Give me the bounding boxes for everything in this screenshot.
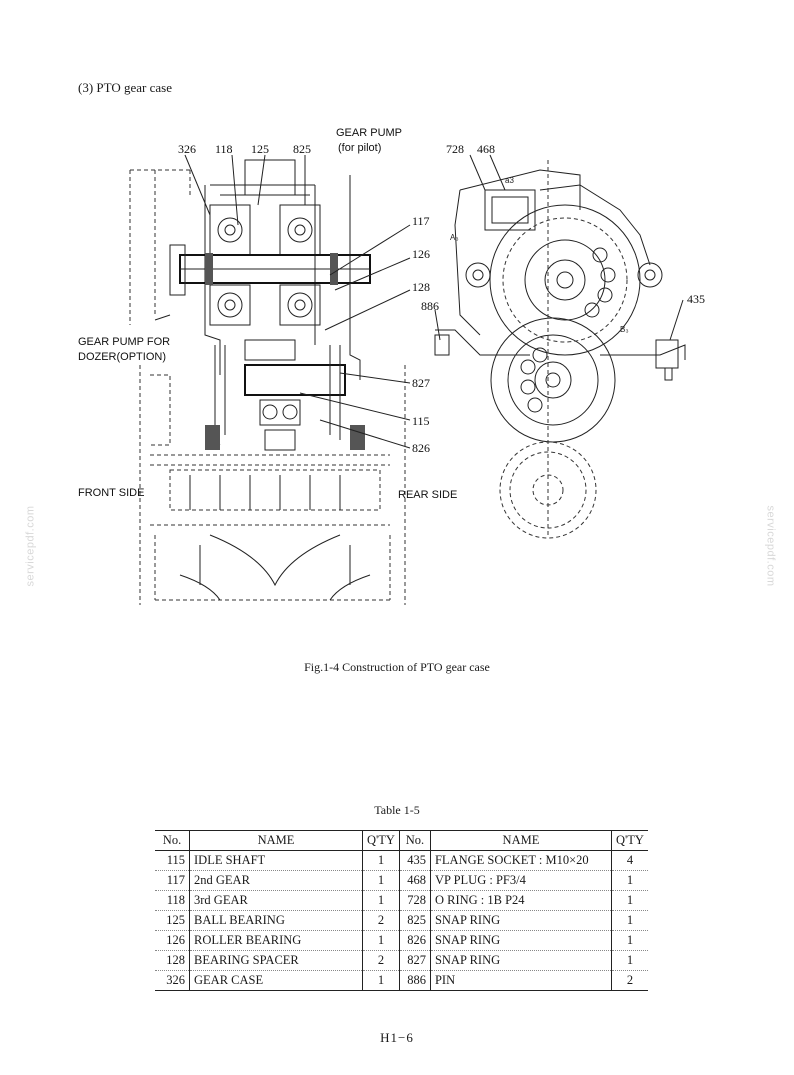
callout-126: 126 (412, 247, 430, 261)
part-name: ROLLER BEARING (189, 930, 363, 951)
watermark-right: servicepdf.com (764, 505, 777, 587)
table-caption: Table 1-5 (374, 803, 420, 817)
header-qty-2: Q'TY (611, 830, 648, 851)
part-qty: 2 (626, 973, 634, 987)
label-a3-small: a3 (505, 176, 514, 185)
callout-468: 468 (477, 142, 495, 156)
callout-728: 728 (446, 142, 464, 156)
part-qty: 1 (362, 890, 400, 911)
drawing-svg: GEAR PUMP (for pilot) 326 118 125 825 72… (78, 127, 705, 605)
label-gear-pump-pilot-2: (for pilot) (338, 142, 381, 154)
callout-326: 326 (178, 142, 196, 156)
part-no: 827 (398, 950, 431, 971)
part-no: 128 (155, 950, 190, 971)
part-name: GEAR CASE (189, 970, 363, 991)
table-row: 117 2nd GEAR 1 468 VP PLUG : PF3/4 1 (155, 870, 648, 891)
part-name: IDLE SHAFT (189, 850, 363, 871)
part-no: 326 (155, 970, 190, 991)
callout-825: 825 (293, 142, 311, 156)
left-section-view (129, 159, 406, 605)
callout-118: 118 (215, 142, 233, 156)
part-qty: 1 (362, 970, 400, 991)
part-name: 3rd GEAR (189, 890, 363, 911)
header-no-2: No. (398, 830, 431, 851)
label-gear-pump-dozer-1: GEAR PUMP FOR (78, 336, 170, 348)
callout-125: 125 (251, 142, 269, 156)
part-no: 126 (155, 930, 190, 951)
table-row: 126 ROLLER BEARING 1 826 SNAP RING 1 (155, 930, 648, 951)
part-qty: 1 (611, 930, 648, 951)
callout-826: 826 (412, 441, 430, 455)
callout-128: 128 (412, 280, 430, 294)
part-name: VP PLUG : PF3/4 (430, 870, 612, 891)
label-a3: A₃ (450, 233, 459, 242)
callout-435: 435 (687, 292, 705, 306)
table-row: 326 GEAR CASE 1 886 PIN 2 (155, 970, 648, 991)
part-name: BEARING SPACER (189, 950, 363, 971)
table-row: 125 BALL BEARING 2 825 SNAP RING 1 (155, 910, 648, 931)
table-header-row: No. NAME Q'TY No. NAME Q'TY (155, 830, 648, 851)
part-name: SNAP RING (430, 910, 612, 931)
part-qty: 1 (362, 850, 400, 871)
part-qty: 1 (611, 910, 648, 931)
part-name: SNAP RING (430, 930, 612, 951)
part-qty: 2 (362, 950, 400, 971)
part-qty: 1 (362, 870, 400, 891)
pto-gear-case-drawing: GEAR PUMP (for pilot) 326 118 125 825 72… (60, 115, 740, 615)
label-front-side: FRONT SIDE (78, 487, 144, 499)
part-no: 825 (398, 910, 431, 931)
label-rear-side: REAR SIDE (398, 489, 457, 501)
part-no: 117 (155, 870, 190, 891)
label-gear-pump-dozer-2: DOZER(OPTION) (78, 351, 166, 363)
parts-table: No. NAME Q'TY No. NAME Q'TY 115 IDLE SHA… (155, 830, 648, 991)
header-name-1: NAME (189, 830, 363, 851)
figure-caption: Fig.1-4 Construction of PTO gear case (304, 660, 490, 674)
table-row: 118 3rd GEAR 1 728 O RING : 1B P24 1 (155, 890, 648, 911)
callout-117: 117 (412, 214, 430, 228)
table-row: 128 BEARING SPACER 2 827 SNAP RING 1 (155, 950, 648, 971)
right-end-view (434, 160, 686, 539)
part-name: BALL BEARING (189, 910, 363, 931)
label-gear-pump-pilot-1: GEAR PUMP (336, 127, 402, 139)
callout-115: 115 (412, 414, 430, 428)
section-heading: (3) PTO gear case (78, 80, 172, 95)
label-b3: B₃ (620, 325, 629, 334)
callout-886: 886 (421, 299, 439, 313)
part-qty: 4 (611, 850, 648, 871)
part-name: SNAP RING (430, 950, 612, 971)
page-number: H1−6 (380, 1030, 414, 1045)
part-qty: 1 (611, 950, 648, 971)
part-qty: 1 (362, 930, 400, 951)
part-no: 125 (155, 910, 190, 931)
part-no: 886 (398, 970, 431, 991)
part-qty: 2 (362, 910, 400, 931)
part-no: 118 (155, 890, 190, 911)
part-no: 826 (398, 930, 431, 951)
part-qty: 1 (611, 890, 648, 911)
watermark-left: servicepdf.com (24, 505, 37, 587)
part-name: O RING : 1B P24 (430, 890, 612, 911)
table-row: 115 IDLE SHAFT 1 435 FLANGE SOCKET : M10… (155, 850, 648, 871)
part-qty: 1 (611, 870, 648, 891)
header-no-1: No. (155, 830, 190, 851)
header-name-2: NAME (430, 830, 612, 851)
part-no: 728 (398, 890, 431, 911)
leader-lines (154, 154, 684, 449)
drawing-labels: GEAR PUMP (for pilot) 326 118 125 825 72… (78, 127, 705, 501)
part-no: 468 (398, 870, 431, 891)
part-no: 115 (155, 850, 190, 871)
part-name: 2nd GEAR (189, 870, 363, 891)
header-qty-1: Q'TY (362, 830, 400, 851)
parts-table-body: 115 IDLE SHAFT 1 435 FLANGE SOCKET : M10… (155, 850, 648, 991)
part-name: FLANGE SOCKET : M10×20 (430, 850, 612, 871)
callout-827: 827 (412, 376, 430, 390)
part-no: 435 (398, 850, 431, 871)
part-name: PIN (430, 970, 612, 991)
